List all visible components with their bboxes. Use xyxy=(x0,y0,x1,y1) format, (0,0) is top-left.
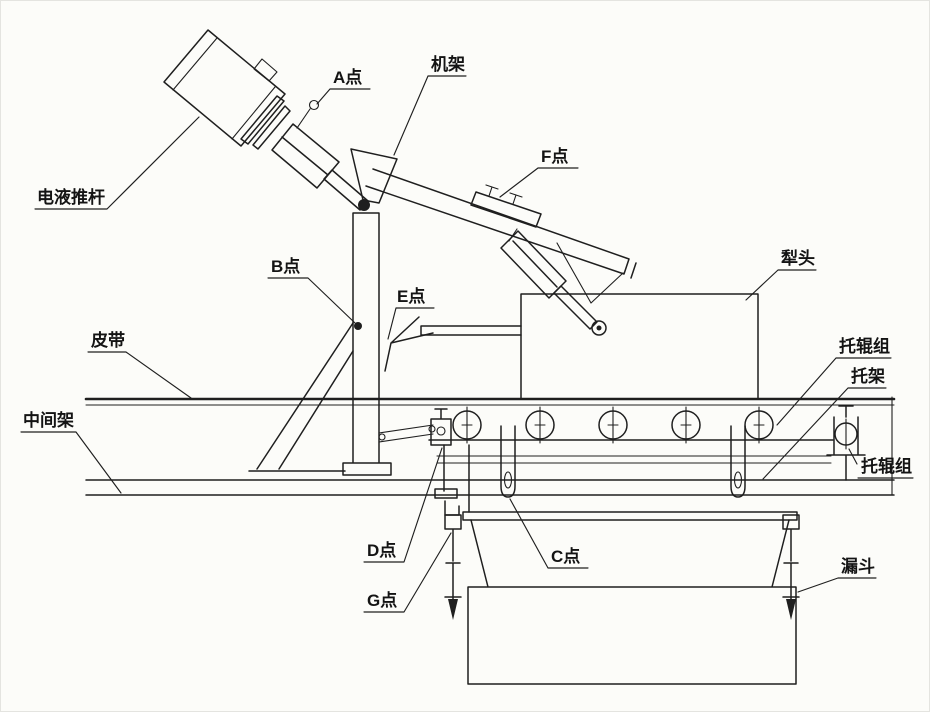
pivot-clevis xyxy=(350,148,398,204)
leader-machine-frame xyxy=(393,75,467,156)
roller-axis-marks xyxy=(461,406,765,444)
leader-support-bracket xyxy=(762,387,887,480)
right-idler-stand xyxy=(826,405,866,481)
pusher-motor-outline xyxy=(163,29,286,147)
label-middle-frame: 中间架 xyxy=(23,410,74,430)
leader-point-b xyxy=(267,277,356,324)
label-idler-group-upper: 托辊组 xyxy=(839,336,890,356)
d-point-bolt xyxy=(436,426,446,436)
leader-idler-group-right xyxy=(848,448,914,479)
lift-cylinder xyxy=(500,230,567,299)
link-pin-right xyxy=(428,425,436,433)
clamp-bolts xyxy=(485,184,523,242)
label-belt: 皮带 xyxy=(91,330,125,350)
hanger-bolt-left xyxy=(444,514,462,600)
leader-middle-frame xyxy=(20,431,122,494)
hopper-assembly xyxy=(444,511,800,685)
annotations: 电液推杆 A点 机架 F点 B点 E点 犁头 皮带 托辊组 托架 中间架 托辊组… xyxy=(20,54,914,613)
leader-plow-head xyxy=(745,269,817,301)
label-point-a: A点 xyxy=(333,67,362,87)
stand-plates xyxy=(826,405,866,481)
hanger-right xyxy=(730,425,746,498)
machine-frame-beam xyxy=(350,148,637,304)
pusher-flanges xyxy=(240,95,291,150)
bracket-members xyxy=(436,455,832,464)
diagonal-braces xyxy=(248,322,354,472)
label-plow-head: 犁头 xyxy=(781,248,815,268)
leader-point-f xyxy=(499,167,579,198)
beam-lines xyxy=(365,168,637,279)
clamp-plate xyxy=(470,191,542,228)
label-point-c: C点 xyxy=(551,546,580,566)
hanger-bolt-right-tip xyxy=(786,599,796,620)
label-point-b: B点 xyxy=(271,256,300,276)
label-pusher: 电液推杆 xyxy=(37,187,105,207)
leader-point-g xyxy=(363,532,452,613)
hanger-left xyxy=(500,425,516,498)
leader-point-e xyxy=(387,307,435,340)
leader-point-d xyxy=(363,447,443,563)
rod-eye-pin xyxy=(596,325,602,331)
d-point-bracket xyxy=(430,408,452,446)
grease-fitting-icon xyxy=(308,99,320,111)
leader-idler-group-upper xyxy=(776,357,892,426)
plow-arm xyxy=(420,325,522,336)
label-idler-group-right: 托辊组 xyxy=(861,456,912,476)
link-bars xyxy=(378,424,434,443)
label-point-g: G点 xyxy=(367,590,397,610)
label-machine-frame: 机架 xyxy=(431,54,465,74)
support-post xyxy=(248,212,522,476)
leader-point-c xyxy=(509,498,589,569)
label-point-e: E点 xyxy=(397,286,425,306)
leader-pusher xyxy=(34,116,200,210)
label-hopper: 漏斗 xyxy=(841,557,875,576)
post-lines xyxy=(342,212,392,476)
idler-roller-group xyxy=(428,406,834,444)
lift-rod xyxy=(553,285,598,330)
label-point-d: D点 xyxy=(367,540,396,560)
link-pin-left xyxy=(378,433,386,441)
beam-gussets xyxy=(556,242,624,304)
f-point-mechanism xyxy=(470,184,607,336)
hopper-body xyxy=(467,519,797,685)
pusher-motor-details xyxy=(172,37,278,140)
lower-linkage xyxy=(378,408,470,516)
plow-head-body xyxy=(520,293,759,400)
hanger-bolt-left-tip xyxy=(448,599,458,620)
drop-members xyxy=(434,444,470,516)
b-point-dot xyxy=(354,322,362,330)
belt-lines xyxy=(84,397,896,406)
label-support-bracket: 托架 xyxy=(851,366,885,386)
leader-point-a xyxy=(316,88,371,105)
pusher-cylinder xyxy=(271,123,340,189)
leader-hopper xyxy=(797,577,877,593)
rod-eye xyxy=(591,320,607,336)
e-point-bracket xyxy=(384,316,434,372)
support-bracket-frame xyxy=(436,425,832,498)
hopper-rim xyxy=(462,511,798,521)
leader-belt xyxy=(87,351,192,399)
middle-frame-lines xyxy=(85,396,895,496)
hanger-bolt-right xyxy=(782,514,800,600)
pivot-ball xyxy=(358,199,370,211)
label-point-f: F点 xyxy=(541,146,568,166)
grease-fitting-stem xyxy=(296,108,311,129)
